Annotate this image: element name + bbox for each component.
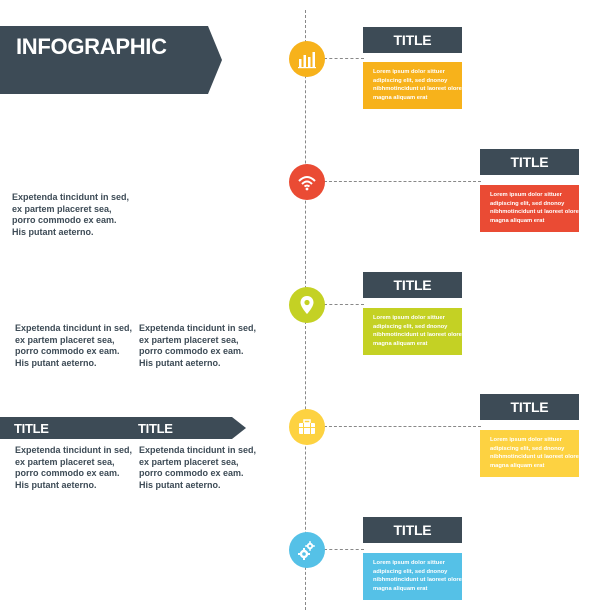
milestone-5-text: Lorem ipsum dolor sittuer adipiscing eli…: [363, 553, 462, 600]
milestone-3-text: Lorem ipsum dolor sittuer adipiscing eli…: [363, 308, 462, 355]
milestone-5-marker: [289, 532, 325, 568]
milestone-4-title: TITLE: [480, 394, 579, 420]
milestone-2-text: Lorem ipsum dolor sittuer adipiscing eli…: [480, 185, 579, 232]
page-title-line-1: FLAT TIMELINE: [16, 6, 176, 31]
bar-chart-icon: [298, 52, 316, 69]
milestone-1-text: Lorem ipsum dolor sittuer adipiscing eli…: [363, 62, 462, 109]
connector-2: [324, 181, 481, 182]
gears-icon: [298, 541, 315, 560]
connector-3: [324, 304, 364, 305]
briefcase-icon: [299, 419, 315, 434]
page-title: FLAT TIMELINE INFOGRAPHIC: [16, 5, 176, 61]
side-text-4: Expetenda tincidunt in sed, ex partem pl…: [15, 445, 133, 490]
milestone-5-title: TITLE: [363, 517, 462, 543]
milestone-3-marker: [289, 287, 325, 323]
bottom-banner: [0, 417, 246, 439]
location-pin-icon: [300, 296, 314, 314]
milestone-1-title: TITLE: [363, 27, 462, 53]
wifi-icon: [298, 176, 316, 191]
bottom-banner-title-right: TITLE: [138, 421, 173, 436]
side-text-1: Expetenda tincidunt in sed, ex partem pl…: [12, 192, 130, 237]
milestone-2-title: TITLE: [480, 149, 579, 175]
side-text-5: Expetenda tincidunt in sed, ex partem pl…: [139, 445, 257, 490]
connector-1: [324, 58, 364, 59]
bottom-banner-title-left: TITLE: [14, 421, 49, 436]
side-text-2: Expetenda tincidunt in sed, ex partem pl…: [15, 323, 133, 368]
page-title-line-2: INFOGRAPHIC: [16, 34, 167, 59]
side-text-3: Expetenda tincidunt in sed, ex partem pl…: [139, 323, 257, 368]
milestone-1-marker: [289, 41, 325, 77]
connector-4: [324, 426, 481, 427]
milestone-3-title: TITLE: [363, 272, 462, 298]
milestone-2-marker: [289, 164, 325, 200]
milestone-4-text: Lorem ipsum dolor sittuer adipiscing eli…: [480, 430, 579, 477]
connector-5: [324, 549, 364, 550]
header-banner: [0, 26, 222, 94]
milestone-4-marker: [289, 409, 325, 445]
